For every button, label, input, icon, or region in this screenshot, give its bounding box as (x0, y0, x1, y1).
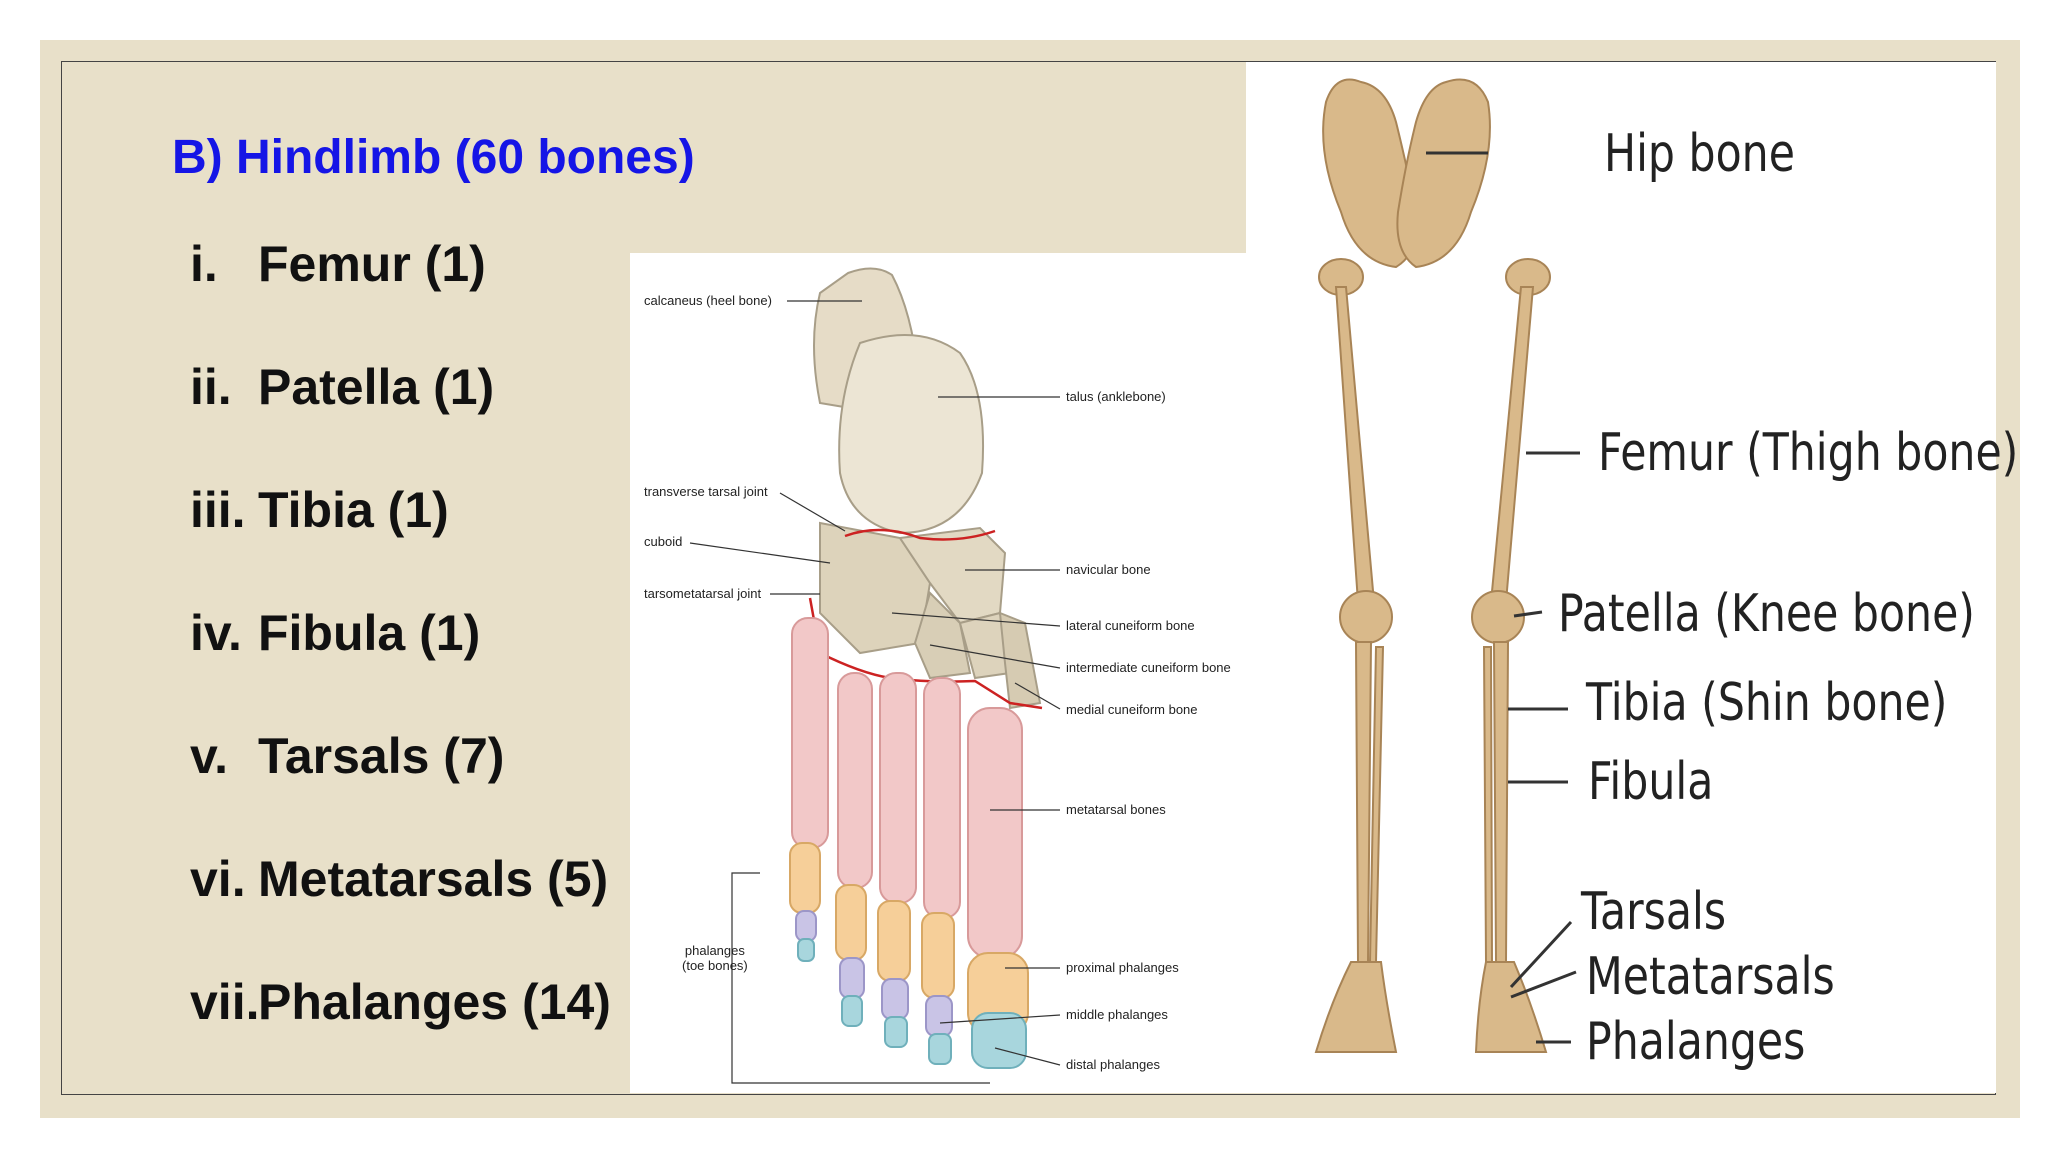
label-lateral-cuneiform: lateral cuneiform bone (1066, 618, 1195, 633)
distal-phalanx (884, 1016, 908, 1048)
fibula-left (1368, 646, 1385, 963)
metatarsal-bone (923, 677, 961, 919)
label-transverse-tarsal-joint: transverse tarsal joint (644, 484, 768, 499)
list-item-patella: ii.Patella (1) (190, 359, 495, 415)
label-proximal-phalanges: proximal phalanges (1066, 960, 1179, 975)
label-fibula: Fibula (1588, 752, 1714, 812)
label-cuboid: cuboid (644, 534, 683, 549)
patella-left (1339, 590, 1393, 644)
middle-phalanx (925, 995, 953, 1037)
label-distal-phalanges: distal phalanges (1066, 1057, 1160, 1072)
label-middle-phalanges: middle phalanges (1066, 1007, 1168, 1022)
label-intermediate-cuneiform: intermediate cuneiform bone (1066, 660, 1231, 675)
tibia-right (1492, 641, 1510, 963)
middle-phalanx (881, 978, 909, 1020)
proximal-phalanx (921, 912, 955, 999)
label-calcaneus: calcaneus (heel bone) (644, 293, 772, 308)
label-metatarsal-bones: metatarsal bones (1066, 802, 1166, 817)
distal-phalanx (971, 1012, 1027, 1069)
metatarsal-bone (791, 617, 829, 849)
label-tarsometatarsal-joint: tarsometatarsal joint (644, 586, 762, 601)
metatarsal-bone (837, 672, 873, 889)
foot-illustration (689, 267, 1061, 1084)
label-medial-cuneiform: medial cuneiform bone (1066, 702, 1198, 717)
list-item-tibia: iii.Tibia (1) (190, 482, 449, 538)
skeleton-leader-lines (1426, 151, 1580, 1044)
list-item-tarsals: v.Tarsals (7) (190, 728, 505, 784)
proximal-phalanx (835, 884, 867, 961)
label-phalanges: Phalanges (1586, 1012, 1806, 1072)
femur-left (1334, 286, 1376, 603)
middle-phalanx (795, 910, 817, 942)
foot-leader-lines (689, 300, 1061, 1084)
proximal-phalanx (877, 900, 911, 982)
foot-left (1314, 961, 1398, 1053)
metatarsal-bone (879, 672, 917, 904)
label-femur: Femur (Thigh bone) (1598, 423, 2019, 483)
list-item-fibula: iv.Fibula (1) (190, 605, 481, 661)
femur-right (1489, 286, 1535, 603)
label-patella: Patella (Knee bone) (1558, 584, 1975, 644)
list-item-metatarsals: vi.Metatarsals (5) (190, 851, 609, 907)
label-metatarsals: Metatarsals (1586, 947, 1835, 1007)
leg-skeleton-illustration (1314, 78, 1580, 1053)
slide-title: B) Hindlimb (60 bones) (172, 131, 695, 184)
fibula-right (1482, 646, 1494, 963)
foot-right (1474, 961, 1548, 1053)
hip-bone-left (1322, 78, 1418, 269)
proximal-phalanx (789, 842, 821, 914)
distal-phalanx (797, 938, 815, 962)
distal-phalanx (841, 995, 863, 1027)
label-tarsals: Tarsals (1581, 882, 1727, 942)
skeleton-bones (1314, 78, 1551, 1053)
transverse-tarsal-joint-line (844, 528, 996, 541)
label-talus: talus (anklebone) (1066, 389, 1166, 404)
distal-phalanx (928, 1033, 952, 1065)
list-item-phalanges: vii.Phalanges (14) (190, 974, 611, 1030)
hip-bone-right (1396, 78, 1491, 269)
talus-bone (838, 334, 985, 535)
metatarsal-bone (967, 707, 1023, 959)
label-navicular: navicular bone (1066, 562, 1151, 577)
label-tibia: Tibia (Shin bone) (1586, 673, 1948, 733)
list-item-femur: i.Femur (1) (190, 236, 486, 292)
label-hip-bone: Hip bone (1604, 124, 1795, 184)
middle-phalanx (839, 957, 865, 999)
foot-bones-diagram: calcaneus (heel bone) talus (anklebone) … (630, 253, 1247, 1093)
tibia-left (1354, 641, 1373, 963)
label-phalanges: phalanges(toe bones) (682, 943, 748, 973)
leg-skeleton-diagram: Hip bone Femur (Thigh bone) Patella (Kne… (1246, 62, 2018, 1093)
